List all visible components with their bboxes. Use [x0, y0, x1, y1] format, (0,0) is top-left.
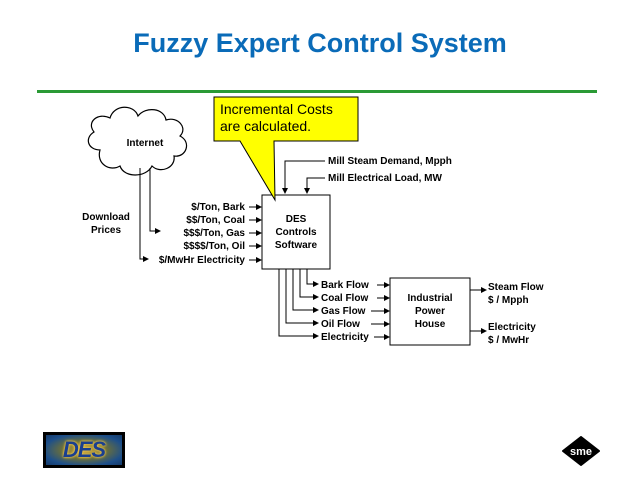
mill-steam-demand: Mill Steam Demand, Mpph [328, 156, 452, 167]
mill-steam-line [282, 160, 325, 194]
flow-lines [278, 269, 319, 339]
mill-electrical-line [304, 177, 325, 194]
power-house-line1: Industrial [407, 293, 452, 304]
cloud-label: Internet [127, 138, 164, 149]
download-label-line1: Download [82, 212, 130, 223]
des-logo: DES [43, 432, 125, 468]
price-input-electricity: $/MwHr Electricity [159, 255, 246, 266]
flow-coal: Coal Flow [321, 293, 368, 304]
flow-gas: Gas Flow [321, 306, 366, 317]
callout-line2: are calculated. [220, 118, 311, 134]
title-divider [37, 90, 597, 93]
output-steam-line2: $ / Mpph [488, 295, 529, 306]
price-input-oil: $$$$/Ton, Oil [184, 241, 246, 252]
power-house-line3: House [415, 319, 446, 330]
callout-line1: Incremental Costs [220, 101, 333, 117]
flow-oil: Oil Flow [321, 319, 360, 330]
cloud-to-gas-price-line [149, 168, 161, 234]
flow-labels: Bark Flow Coal Flow Gas Flow Oil Flow El… [321, 280, 390, 343]
des-box-line3: Software [275, 240, 318, 251]
des-logo-text: DES [62, 437, 106, 462]
price-input-gas: $$$/Ton, Gas [183, 228, 245, 239]
des-controls-box: DES Controls Software [261, 194, 331, 270]
output-electricity-line2: $ / MwHr [488, 335, 529, 346]
des-box-line2: Controls [275, 227, 317, 238]
price-inputs: $/Ton, Bark $$/Ton, Coal $$$/Ton, Gas $$… [159, 202, 262, 266]
output-electricity-line1: Electricity [488, 322, 536, 333]
des-box-line1: DES [286, 214, 307, 225]
internet-cloud: Internet [87, 106, 188, 176]
slide-title: Fuzzy Expert Control System [133, 28, 507, 58]
power-house-line2: Power [415, 306, 445, 317]
cloud-to-electricity-price-line [139, 168, 149, 262]
download-label-line2: Prices [91, 225, 121, 236]
power-house-box: Industrial Power House [389, 277, 471, 346]
price-input-bark: $/Ton, Bark [191, 202, 245, 213]
price-input-coal: $$/Ton, Coal [186, 215, 245, 226]
sme-logo-text: sme [570, 446, 592, 458]
callout: Incremental Costs are calculated. [213, 96, 359, 202]
flow-bark: Bark Flow [321, 280, 369, 291]
sme-logo: sme [562, 436, 600, 466]
flow-electricity: Electricity [321, 332, 369, 343]
mill-electrical-load: Mill Electrical Load, MW [328, 173, 442, 184]
output-steam-line1: Steam Flow [488, 282, 544, 293]
